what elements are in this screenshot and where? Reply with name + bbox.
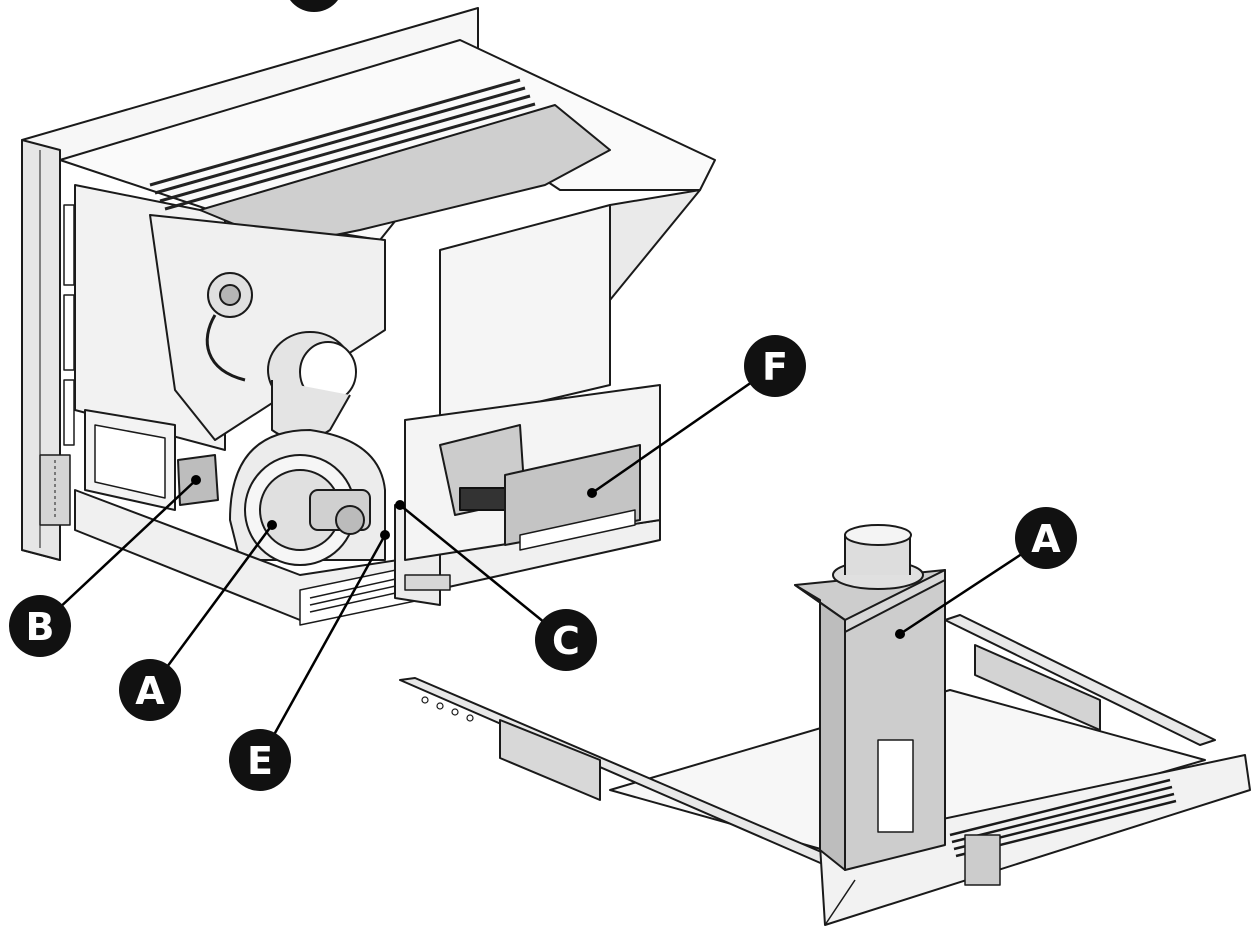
exhaust-elbow <box>267 331 357 441</box>
leader-dots <box>191 475 905 639</box>
rail-holes <box>421 696 474 722</box>
callout-a-right: A <box>1015 507 1077 569</box>
callout-a-left: A <box>119 659 181 721</box>
leader-f <box>591 364 776 495</box>
side-slot <box>63 294 75 371</box>
drawer-assembly <box>399 524 1251 926</box>
callout-f-text: F <box>762 345 788 389</box>
hopper-block <box>439 204 611 426</box>
leader-b <box>39 479 197 627</box>
hopper-wedge <box>609 189 701 301</box>
side-slot <box>63 204 75 286</box>
callout-a-left-text: A <box>135 669 165 713</box>
callout-e-text: E <box>247 739 273 783</box>
callout-b-text: B <box>26 605 55 649</box>
callout-b: B <box>9 595 71 657</box>
callout-e: E <box>229 729 291 791</box>
stove-assembly <box>21 7 716 626</box>
slide-rail-right <box>944 614 1216 746</box>
drawer-front-wall <box>819 754 1251 926</box>
leader-a-left <box>148 524 274 691</box>
leader-lines <box>39 364 1047 761</box>
callout-a-right-text: A <box>1031 517 1061 561</box>
callout-f: F <box>744 335 806 397</box>
bottom-tray <box>74 489 661 621</box>
leader-e <box>258 534 387 761</box>
drawer-handle <box>964 834 1001 886</box>
callout-partial <box>290 0 338 12</box>
combustion-fan <box>229 429 386 566</box>
side-slot <box>63 379 75 446</box>
callout-c: C <box>535 609 597 671</box>
duct-window <box>877 739 914 833</box>
lid-vent <box>149 78 536 211</box>
leader-c <box>399 504 567 641</box>
callout-c-text: C <box>552 619 580 663</box>
